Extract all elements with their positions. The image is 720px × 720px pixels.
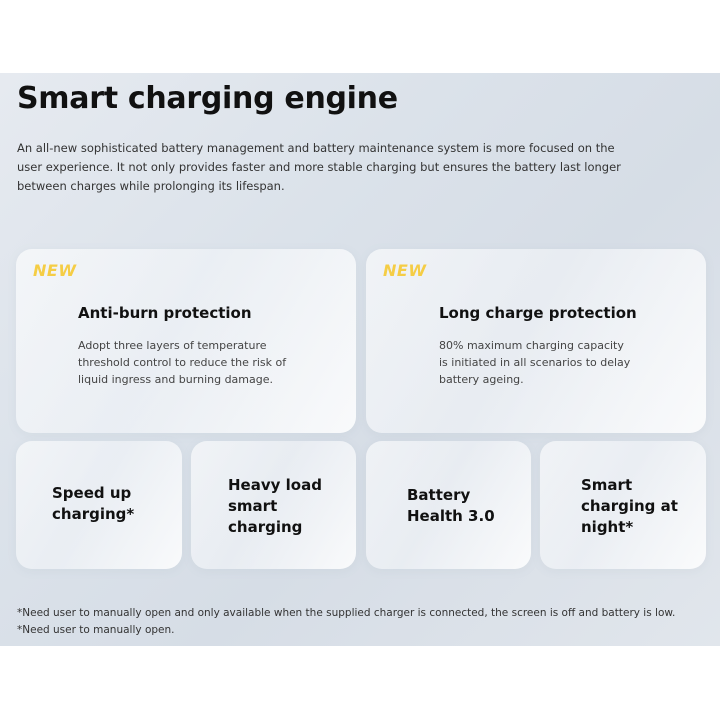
feature-card-title: Anti-burn protection <box>78 304 252 322</box>
footnote-2: *Need user to manually open. <box>17 624 175 636</box>
section-title: Smart charging engine <box>17 81 398 116</box>
feature-card-description: Adopt three layers of temperature thresh… <box>78 339 287 386</box>
smart-charging-section: Smart charging engine An all-new sophist… <box>0 73 720 646</box>
feature-card-title: Long charge protection <box>439 304 637 322</box>
small-card-speed-up-charging: Speed up charging* <box>16 441 182 569</box>
feature-card-anti-burn: NEW Anti-burn protection Adopt three lay… <box>16 249 356 433</box>
feature-card-description: 80% maximum charging capacity is initiat… <box>439 339 631 386</box>
small-card-title: Battery Health 3.0 <box>407 486 495 525</box>
feature-card-long-charge: NEW Long charge protection 80% maximum c… <box>366 249 706 433</box>
new-badge: NEW <box>383 261 427 280</box>
small-card-smart-charging-at-night: Smart charging at night* <box>540 441 706 569</box>
footnote-1: *Need user to manually open and only ava… <box>17 607 676 619</box>
small-card-heavy-load-smart-charging: Heavy load smart charging <box>191 441 356 569</box>
section-intro: An all-new sophisticated battery managem… <box>17 141 621 193</box>
small-card-battery-health: Battery Health 3.0 <box>366 441 531 569</box>
small-card-title: Speed up charging* <box>52 484 135 523</box>
small-card-title: Heavy load smart charging <box>228 476 322 536</box>
new-badge: NEW <box>33 261 77 280</box>
small-card-title: Smart charging at night* <box>581 476 678 536</box>
